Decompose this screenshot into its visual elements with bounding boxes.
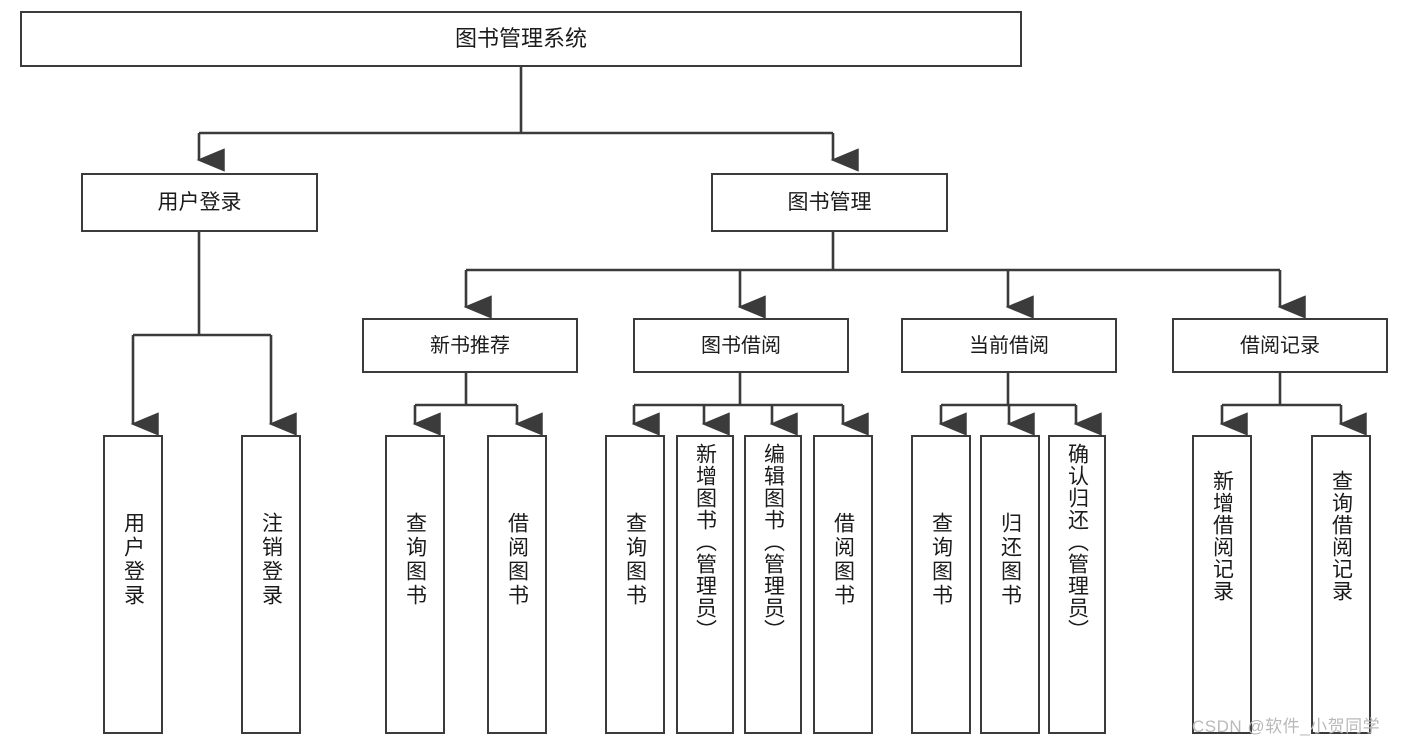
leaf-query-borrow-record[interactable]: 查询借阅记录 xyxy=(1311,435,1371,734)
node-label: 新增借阅记录 xyxy=(1210,470,1234,602)
node-label: 新增图书（管理员） xyxy=(693,443,717,641)
node-label: 借阅记录 xyxy=(1240,334,1320,357)
node-label: 确认归还（管理员） xyxy=(1065,443,1089,641)
node-label: 查询图书 xyxy=(403,512,427,608)
node-book-borrow[interactable]: 图书借阅 xyxy=(633,318,849,373)
node-label: 当前借阅 xyxy=(969,334,1049,357)
leaf-query-book-1[interactable]: 查询图书 xyxy=(385,435,445,734)
node-current-borrow[interactable]: 当前借阅 xyxy=(901,318,1117,373)
node-label: 编辑图书（管理员） xyxy=(761,443,785,641)
node-label: 查询图书 xyxy=(929,512,953,608)
leaf-query-book-3[interactable]: 查询图书 xyxy=(911,435,971,734)
node-root-book-management-system[interactable]: 图书管理系统 xyxy=(20,11,1022,67)
node-user-login[interactable]: 用户登录 xyxy=(81,173,318,232)
node-label: 借阅图书 xyxy=(505,512,529,608)
leaf-add-borrow-record[interactable]: 新增借阅记录 xyxy=(1192,435,1252,734)
leaf-add-book-admin[interactable]: 新增图书（管理员） xyxy=(676,435,734,734)
node-borrow-record[interactable]: 借阅记录 xyxy=(1172,318,1388,373)
leaf-logout-login[interactable]: 注销登录 xyxy=(241,435,301,734)
leaf-user-login[interactable]: 用户登录 xyxy=(103,435,163,734)
node-label: 用户登录 xyxy=(121,512,145,608)
node-label: 新书推荐 xyxy=(430,334,510,357)
node-label: 图书借阅 xyxy=(701,334,781,357)
leaf-query-book-2[interactable]: 查询图书 xyxy=(605,435,665,734)
node-label: 用户登录 xyxy=(157,191,242,214)
node-label: 注销登录 xyxy=(259,512,283,608)
node-label: 借阅图书 xyxy=(831,512,855,608)
node-book-management[interactable]: 图书管理 xyxy=(711,173,948,232)
leaf-return-book[interactable]: 归还图书 xyxy=(980,435,1040,734)
node-label: 查询图书 xyxy=(623,512,647,608)
node-new-book-recommend[interactable]: 新书推荐 xyxy=(362,318,578,373)
leaf-borrow-book-2[interactable]: 借阅图书 xyxy=(813,435,873,734)
watermark-csdn: CSDN @软件_小贺同学 xyxy=(1192,717,1381,736)
leaf-borrow-book-1[interactable]: 借阅图书 xyxy=(487,435,547,734)
node-label: 归还图书 xyxy=(998,512,1022,608)
node-label: 图书管理系统 xyxy=(454,26,587,51)
leaf-confirm-return-admin[interactable]: 确认归还（管理员） xyxy=(1048,435,1106,734)
node-label: 图书管理 xyxy=(787,191,872,214)
leaf-edit-book-admin[interactable]: 编辑图书（管理员） xyxy=(744,435,802,734)
node-label: 查询借阅记录 xyxy=(1329,470,1353,602)
